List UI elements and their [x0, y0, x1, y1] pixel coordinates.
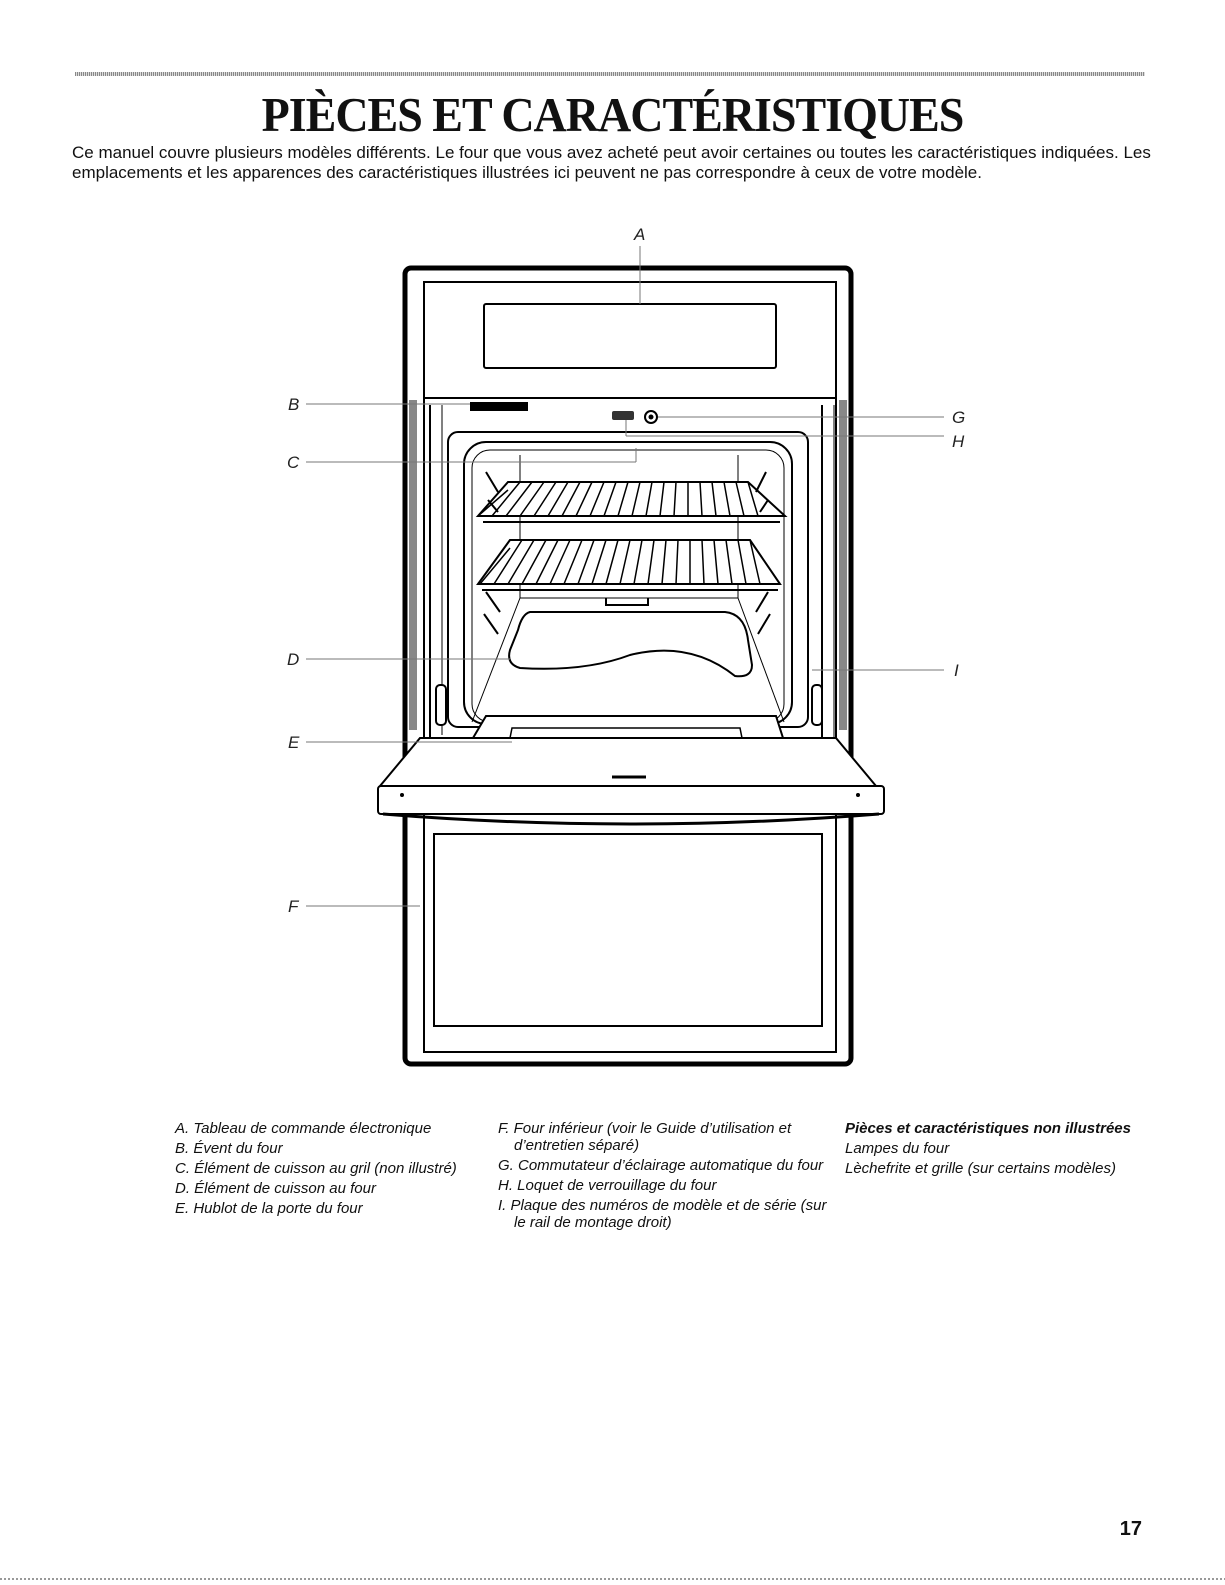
legend-item-c: C. Élément de cuisson au gril (non illus… [175, 1160, 457, 1177]
legend-item-d: D. Élément de cuisson au four [175, 1180, 376, 1197]
legend-column-1: A. Tableau de commande électronique B. É… [175, 1120, 475, 1220]
callout-d: D [287, 650, 299, 669]
intro-paragraph: Ce manuel couvre plusieurs modèles diffé… [72, 143, 1151, 182]
callout-f: F [288, 897, 300, 916]
bottom-rule [0, 1578, 1225, 1580]
control-panel-display [483, 303, 777, 369]
legend-item-a: A. Tableau de commande électronique [175, 1120, 432, 1137]
cabinet-inner-frame [423, 281, 837, 1053]
door-handle [377, 785, 885, 815]
legend-heading-not-shown: Pièces et caractéristiques non illustrée… [845, 1120, 1131, 1137]
legend-column-3: Pièces et caractéristiques non illustrée… [845, 1120, 1145, 1180]
lower-rack [476, 539, 782, 591]
callout-b: B [288, 395, 299, 414]
oven-vent [470, 402, 528, 411]
callout-a: A [633, 225, 645, 244]
bake-element [508, 611, 754, 678]
callout-c: C [287, 453, 300, 472]
legend-item-f: F. Four inférieur (voir le Guide d’utili… [498, 1120, 792, 1154]
callout-e: E [288, 733, 300, 752]
top-rule [75, 72, 1145, 76]
callout-i: I [954, 661, 959, 680]
legend-item-b: B. Évent du four [175, 1140, 283, 1157]
legend-item-i: I. Plaque des numéros de modèle et de sé… [498, 1197, 827, 1231]
legend-item-h: H. Loquet de verrouillage du four [498, 1177, 717, 1194]
callout-g: G [952, 408, 965, 427]
page-title: PIÈCES ET CARACTÉRISTIQUES [261, 87, 965, 142]
legend-item-oven-lamps: Lampes du four [845, 1140, 950, 1157]
legend-column-2: F. Four inférieur (voir le Guide d’utili… [498, 1120, 828, 1234]
upper-rack [475, 481, 788, 523]
legend-item-g: G. Commutateur d’éclairage automatique d… [498, 1157, 824, 1174]
lower-oven-door [433, 833, 823, 1027]
door-latch [612, 411, 634, 420]
page-number: 17 [1119, 1518, 1142, 1540]
legend-item-e: E. Hublot de la porte du four [175, 1200, 363, 1217]
callout-h: H [952, 432, 965, 451]
legend-item-broiler-pan: Lèchefrite et grille (sur certains modèl… [845, 1160, 1116, 1177]
